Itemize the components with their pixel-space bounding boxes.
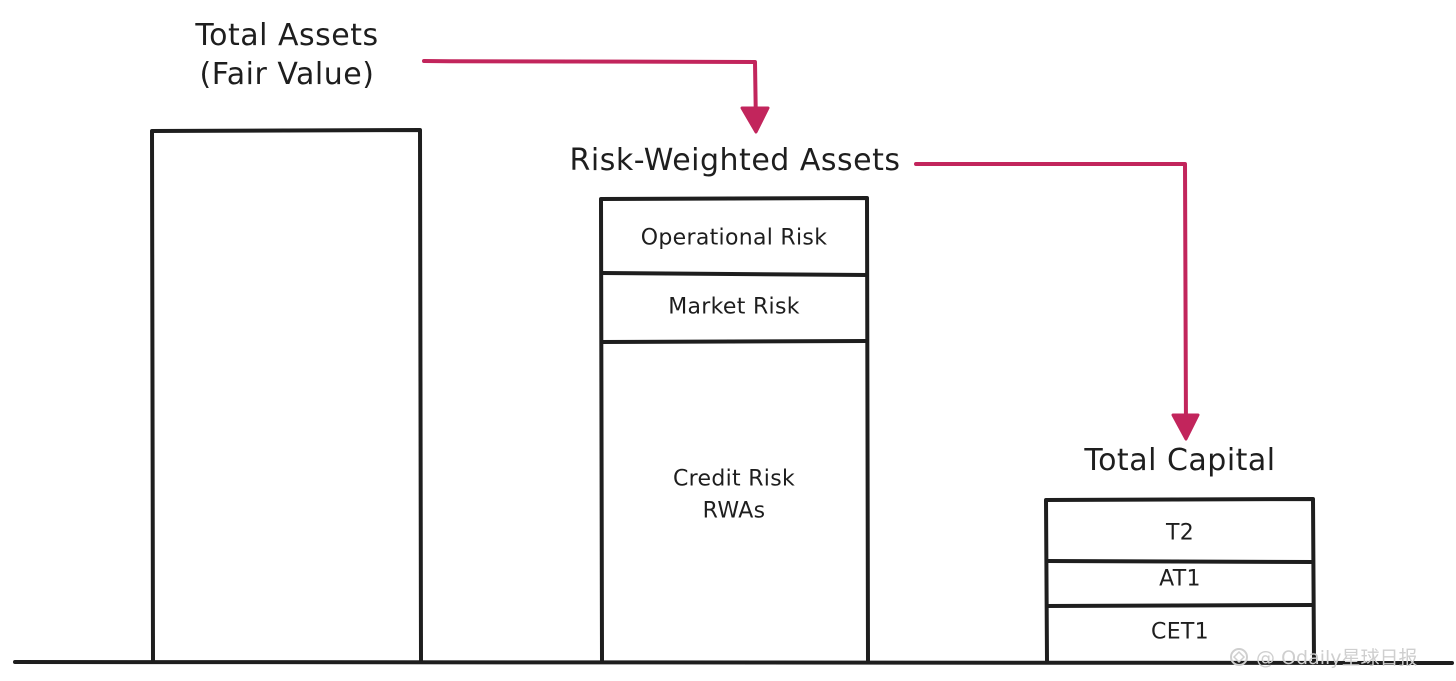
total-assets-title: Total Assets bbox=[195, 17, 379, 53]
arrowhead-rwa-to-capital bbox=[1171, 413, 1200, 441]
market-risk-label: Market Risk bbox=[668, 294, 800, 320]
odaily-logo-icon bbox=[1230, 648, 1248, 666]
arrow-rwa-to-capital bbox=[914, 161, 1188, 435]
rwa-title: Risk-Weighted Assets bbox=[569, 142, 901, 178]
arrowhead-assets-to-rwa bbox=[740, 106, 770, 134]
operational-risk-label: Operational Risk bbox=[640, 225, 828, 251]
arrow-assets-to-rwa bbox=[422, 59, 758, 130]
capital-divider-1 bbox=[1045, 559, 1314, 564]
cet1-label: CET1 bbox=[1151, 619, 1209, 645]
capital-divider-2 bbox=[1045, 603, 1314, 608]
rwa-bar bbox=[599, 196, 870, 662]
total-assets-subtitle: (Fair Value) bbox=[199, 56, 375, 92]
watermark: @ Odaily星球日报 bbox=[1228, 643, 1418, 670]
rwa-divider-1 bbox=[600, 271, 868, 277]
total-capital-bar bbox=[1044, 497, 1316, 662]
credit-risk-rwas-label: RWAs bbox=[702, 498, 766, 524]
total-assets-bar bbox=[150, 128, 423, 662]
t2-label: T2 bbox=[1165, 520, 1195, 546]
baseline bbox=[13, 659, 1454, 665]
watermark-text: @ Odaily星球日报 bbox=[1256, 647, 1418, 669]
credit-risk-label: Credit Risk bbox=[672, 466, 796, 492]
at1-label: AT1 bbox=[1159, 566, 1201, 592]
total-capital-title: Total Capital bbox=[1084, 442, 1276, 478]
rwa-divider-2 bbox=[600, 339, 868, 344]
